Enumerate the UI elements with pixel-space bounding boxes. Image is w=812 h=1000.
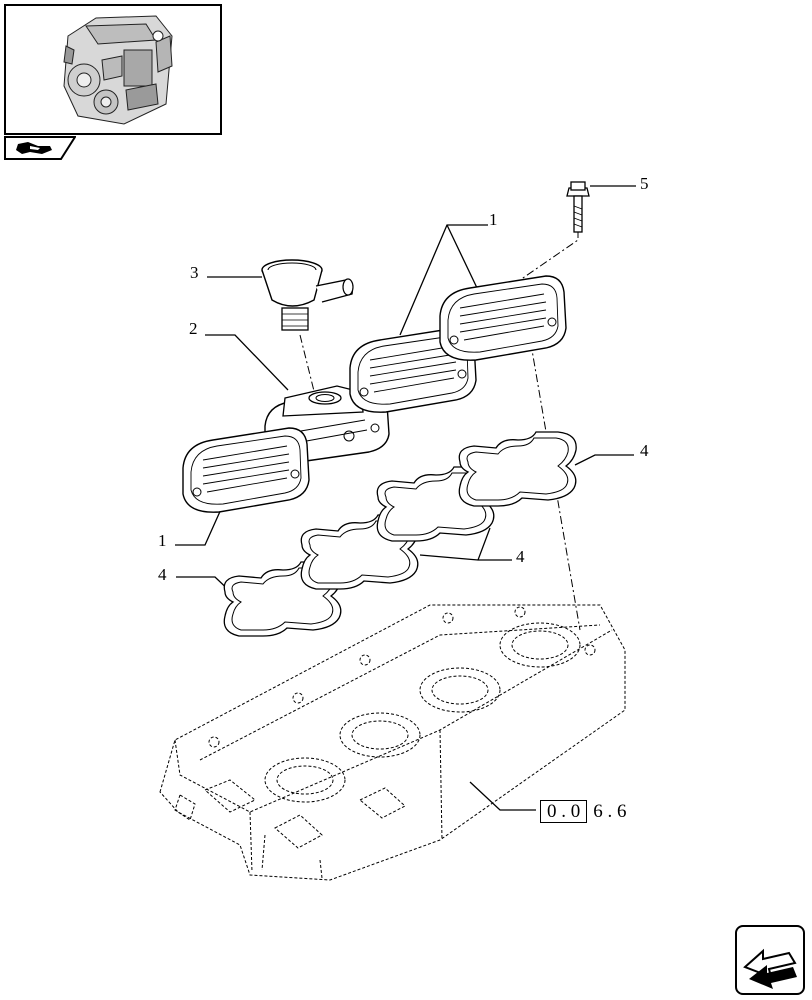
leader-1-top-b xyxy=(446,224,479,291)
leader-4-mid-a xyxy=(419,554,512,561)
callout-4-mid: 4 xyxy=(516,547,525,566)
section-reference-rest: 6 . 6 xyxy=(593,800,627,822)
callout-1-bottom: 1 xyxy=(158,531,167,550)
leader-ref xyxy=(469,781,536,811)
rocker-cover-left-part xyxy=(182,427,310,513)
section-reference[interactable]: 0 . 0 6 . 6 xyxy=(540,799,627,823)
callout-4-left: 4 xyxy=(158,565,167,584)
leader-4-right xyxy=(574,454,634,466)
engine-thumbnail xyxy=(4,4,222,135)
next-page-arrow-icon xyxy=(743,948,797,989)
book-tab-icon xyxy=(4,136,77,160)
leader-1-bottom xyxy=(175,506,223,546)
bolt-part xyxy=(566,181,590,233)
rocker-cover-right-part xyxy=(439,275,567,361)
callout-3: 3 xyxy=(190,263,199,282)
callout-4-right: 4 xyxy=(640,441,649,460)
leader-2 xyxy=(205,334,289,391)
gasket-4-part xyxy=(458,431,577,507)
axis-breather xyxy=(299,334,316,396)
callout-2: 2 xyxy=(189,319,198,338)
engine-thumbnail-icon xyxy=(63,15,173,125)
section-tab[interactable] xyxy=(4,136,77,165)
cylinder-head-part xyxy=(159,604,626,881)
leader-4-mid-b xyxy=(477,527,491,561)
breather-cap-part xyxy=(261,259,354,331)
callout-5: 5 xyxy=(640,174,649,193)
callout-1-top: 1 xyxy=(489,210,498,229)
next-page-button[interactable] xyxy=(735,925,805,995)
section-reference-boxed: 0 . 0 xyxy=(540,799,588,823)
